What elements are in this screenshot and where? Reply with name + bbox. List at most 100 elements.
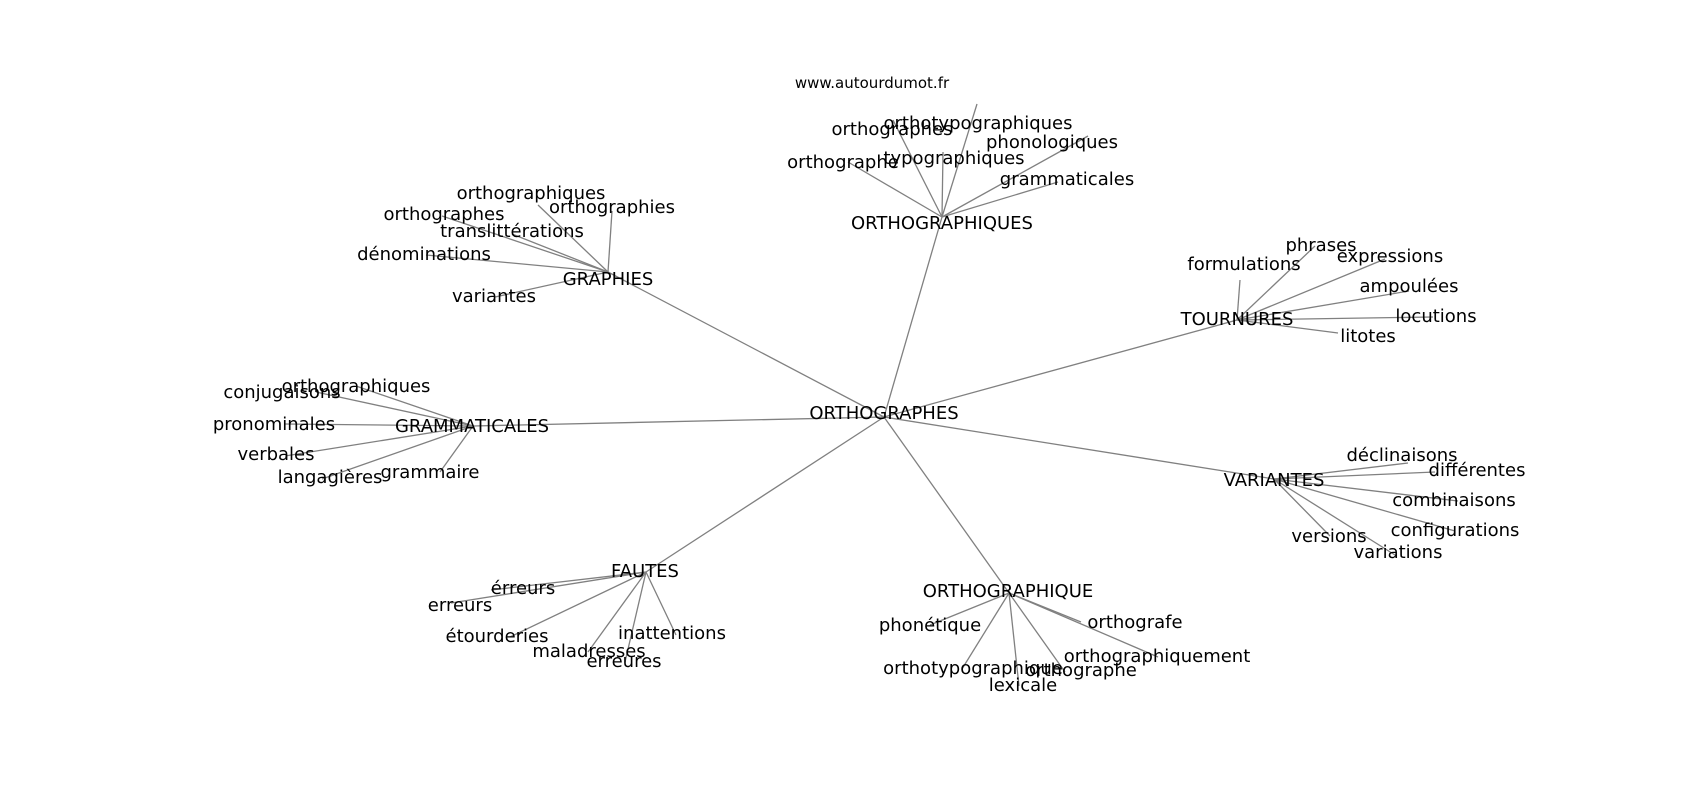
hub-edge — [883, 216, 943, 418]
leaf-node-label: variantes — [452, 286, 536, 307]
leaf-node-label: lexicale — [989, 675, 1057, 696]
hub-node-label: FAUTES — [611, 561, 679, 582]
leaf-edge — [1236, 245, 1316, 321]
leaf-edge — [315, 391, 474, 427]
leaf-node-label: translittérations — [440, 221, 584, 242]
leaf-edge — [941, 135, 1089, 218]
leaf-edge — [587, 571, 647, 653]
leaf-node-label: typographiques — [883, 148, 1024, 169]
leaf-edge — [1236, 316, 1434, 321]
leaf-edge — [284, 425, 474, 457]
hub-node-label: GRAPHIES — [563, 269, 654, 290]
leaf-edge — [537, 204, 609, 273]
leaf-edge — [624, 571, 647, 663]
leaf-node-label: expressions — [1337, 246, 1443, 267]
leaf-edge — [1008, 592, 1066, 673]
leaf-edge — [450, 571, 647, 604]
leaf-edge — [1273, 471, 1436, 480]
leaf-edge — [1008, 592, 1159, 658]
leaf-node-label: dénominations — [357, 244, 491, 265]
center-node-label: ORTHOGRAPHES — [809, 403, 958, 424]
hub-edge — [607, 271, 885, 418]
leaf-edge — [1273, 478, 1456, 532]
hub-edge — [883, 416, 1275, 480]
leaf-node-label: ampoulées — [1360, 276, 1459, 297]
leaf-node-label: orthotypographique — [883, 658, 1063, 679]
leaf-edge — [441, 215, 609, 273]
leaf-edge — [892, 119, 943, 218]
leaf-node-label: différentes — [1429, 460, 1526, 481]
leaf-node-label: orthographes — [383, 204, 504, 225]
leaf-edge — [1273, 462, 1409, 480]
leaf-edge — [439, 425, 474, 473]
leaf-node-label: orthographies — [549, 197, 675, 218]
leaf-edge — [941, 181, 1059, 218]
leaf-edge — [355, 385, 474, 427]
leaf-edge — [425, 254, 609, 273]
leaf-edge — [1273, 478, 1459, 502]
watermark: www.autourdumot.fr — [795, 74, 950, 92]
leaf-node-label: orthografe — [1087, 612, 1182, 633]
leaf-edge — [511, 233, 609, 273]
hub-edge — [645, 416, 885, 573]
hub-node-label: VARIANTES — [1224, 470, 1325, 491]
leaf-edge — [941, 151, 944, 218]
leaf-edge — [509, 571, 647, 638]
leaf-node-label: pronominales — [213, 414, 335, 435]
leaf-node-label: inattentions — [618, 623, 726, 644]
graph-edges — [284, 103, 1459, 687]
leaf-edge — [1008, 592, 1020, 687]
leaf-node-label: verbales — [237, 444, 314, 465]
leaf-node-label: orthotypographiques — [883, 113, 1072, 134]
leaf-node-label: erreurs — [428, 595, 492, 616]
leaf-node-label: orthographe — [787, 152, 899, 173]
leaf-edge — [494, 271, 609, 298]
leaf-node-label: grammaire — [380, 462, 479, 483]
leaf-edge — [961, 592, 1010, 670]
hub-node-label: GRAMMATICALES — [395, 416, 549, 437]
hub-edge — [472, 416, 885, 427]
leaf-node-label: étourderies — [446, 626, 549, 647]
hub-node-label: ORTHOGRAPHIQUE — [923, 581, 1094, 602]
leaf-node-label: orthographes — [831, 119, 952, 140]
leaf-edge — [321, 425, 474, 480]
leaf-edge — [284, 423, 474, 427]
leaf-edge — [607, 210, 613, 273]
leaf-node-label: erreures — [586, 651, 661, 672]
leaf-node-label: maladresses — [532, 641, 645, 662]
hub-edge — [883, 319, 1238, 418]
leaf-node-label: phonologiques — [986, 132, 1118, 153]
leaf-node-label: orthographiques — [282, 376, 431, 397]
leaf-edge — [1236, 258, 1386, 321]
leaf-node-label: érreurs — [491, 578, 555, 599]
leaf-node-label: langagières — [278, 467, 383, 488]
leaf-edge — [941, 103, 978, 218]
leaf-edge — [1236, 319, 1339, 334]
leaf-edge — [1273, 478, 1331, 537]
leaf-node-label: conjugaisons — [223, 382, 340, 403]
leaf-node-label: orthographiques — [457, 183, 606, 204]
graph-nodes: orthographesorthotypographiquesphonologi… — [213, 113, 1526, 696]
leaf-edge — [645, 571, 677, 636]
leaf-node-label: locutions — [1395, 306, 1476, 327]
hub-node-label: TOURNURES — [1180, 309, 1294, 330]
leaf-edge — [929, 592, 1010, 626]
leaf-edge — [490, 571, 647, 591]
leaf-edge — [847, 161, 943, 218]
leaf-edge — [1236, 290, 1410, 321]
hub-edge — [883, 416, 1010, 594]
leaf-node-label: grammaticales — [1000, 169, 1134, 190]
leaf-node-label: orthographe — [1025, 660, 1137, 681]
leaf-node-label: variations — [1354, 542, 1443, 563]
leaf-node-label: phonétique — [879, 615, 981, 636]
leaf-node-label: versions — [1291, 526, 1366, 547]
leaf-node-label: phrases — [1285, 235, 1356, 256]
leaf-edge — [1273, 478, 1396, 556]
leaf-node-label: configurations — [1391, 520, 1520, 541]
leaf-edge — [1236, 279, 1241, 321]
hub-node-label: ORTHOGRAPHIQUES — [851, 213, 1033, 234]
leaf-node-label: déclinaisons — [1346, 445, 1457, 466]
leaf-node-label: combinaisons — [1392, 490, 1516, 511]
leaf-node-label: litotes — [1340, 326, 1396, 347]
